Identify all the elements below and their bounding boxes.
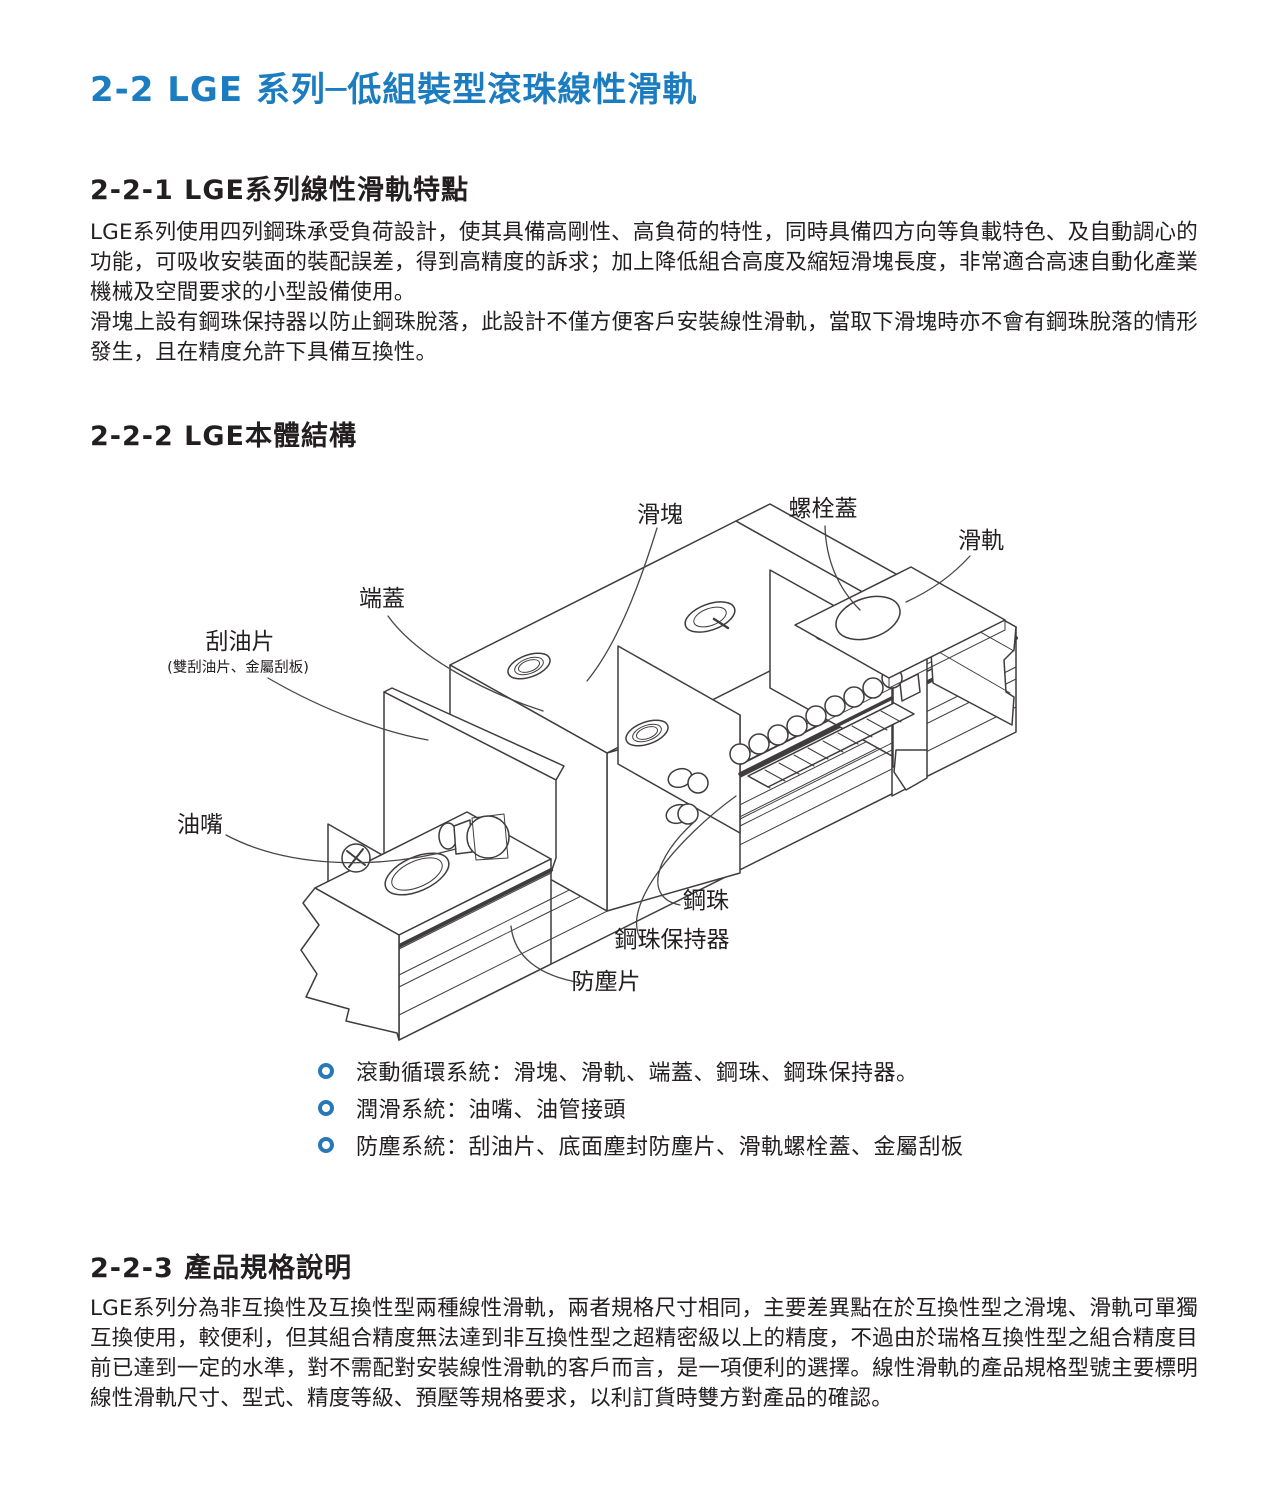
section-heading-structure: 2-2-2 LGE本體結構 [90,421,357,452]
label-oil-nozzle: 油嘴 [177,812,223,838]
bullet-text: 潤滑系統：油嘴、油管接頭 [356,1097,627,1123]
structure-bullet-list: 滾動循環系統：滑塊、滑軌、端蓋、鋼珠、鋼珠保持器。 潤滑系統：油嘴、油管接頭 防… [318,1052,964,1163]
bolt-cover-hole [835,595,901,641]
steel-balls [677,667,903,825]
linear-guide-isometric-drawing: 滑塊 螺栓蓋 滑軌 端蓋 刮油片 (雙刮油片、金屬刮板) 油嘴 鋼珠 鋼珠保持器… [167,496,1018,1041]
section-heading-features: 2-2-1 LGE系列線性滑軌特點 [90,175,469,206]
label-oil-scraper: 刮油片 [206,629,275,655]
phillips-screw [341,843,371,873]
features-paragraph-1: LGE系列使用四列鋼珠承受負荷設計，使其具備高剛性、高負荷的特性，同時具備四方向… [90,220,1198,305]
cutaway-wall-left [617,645,741,834]
leader-dust-sheet [510,925,583,984]
features-paragraphs: LGE系列使用四列鋼珠承受負荷設計，使其具備高剛性、高負荷的特性，同時具備四方向… [90,218,1198,368]
label-steel-ball: 鋼珠 [683,888,729,914]
label-rail: 滑軌 [958,528,1004,554]
list-item: 滾動循環系統：滑塊、滑軌、端蓋、鋼珠、鋼珠保持器。 [318,1052,964,1089]
bullet-ring-icon [318,1099,334,1116]
label-ball-retainer: 鋼珠保持器 [615,927,730,953]
label-slider-block: 滑塊 [637,502,683,528]
features-paragraph-2: 滑塊上設有鋼珠保持器以防止鋼珠脫落，此設計不僅方便客戶安裝線性滑軌，當取下滑塊時… [90,310,1198,365]
leader-slider-block [586,527,658,682]
list-item: 防塵系統：刮油片、底面塵封防塵片、滑軌螺栓蓋、金屬刮板 [318,1126,964,1163]
ball-return-hole [667,767,693,789]
dust-strip-line [739,742,893,820]
leader-ball-retainer [636,795,737,942]
bullet-ring-icon [318,1062,334,1079]
leader-steel-ball [657,821,695,906]
leader-rail [905,555,971,603]
leader-oil-nozzle [225,834,457,864]
label-bolt-cover: 螺栓蓋 [789,496,858,522]
bullet-ring-icon [318,1136,334,1153]
cutaway-internals [677,667,915,827]
list-item: 潤滑系統：油嘴、油管接頭 [318,1089,964,1126]
specs-paragraph-1: LGE系列分為非互換性及互換性型兩種線性滑軌，兩者規格尺寸相同，主要差異點在於互… [90,1296,1198,1411]
label-oil-scraper-note: (雙刮油片、金屬刮板) [167,658,309,676]
center-hole [684,601,736,633]
rail-break-edge [300,887,400,1041]
bullet-text: 防塵系統：刮油片、底面塵封防塵片、滑軌螺栓蓋、金屬刮板 [356,1134,964,1160]
leader-bolt-cover [824,525,861,611]
label-dust-sheet: 防塵片 [572,969,641,995]
leader-oil-scraper [267,677,429,741]
structure-diagram: 滑塊 螺栓蓋 滑軌 端蓋 刮油片 (雙刮油片、金屬刮板) 油嘴 鋼珠 鋼珠保持器… [88,478,1196,1123]
bullet-text: 滾動循環系統：滑塊、滑軌、端蓋、鋼珠、鋼珠保持器。 [356,1060,919,1086]
bolt-cover-drawing [794,566,1006,689]
rail-bolt-hole-inner [391,857,443,891]
oil-nozzle-drawing [438,813,510,861]
page-title: 2-2 LGE 系列─低組裝型滾珠線性滑軌 [90,70,698,110]
leader-lines [225,525,971,984]
leader-end-cap [387,615,544,712]
specs-paragraphs: LGE系列分為非互換性及互換性型兩種線性滑軌，兩者規格尺寸相同，主要差異點在於互… [90,1294,1198,1414]
label-end-cap: 端蓋 [359,586,405,612]
section-heading-specs: 2-2-3 產品規格說明 [90,1253,353,1284]
